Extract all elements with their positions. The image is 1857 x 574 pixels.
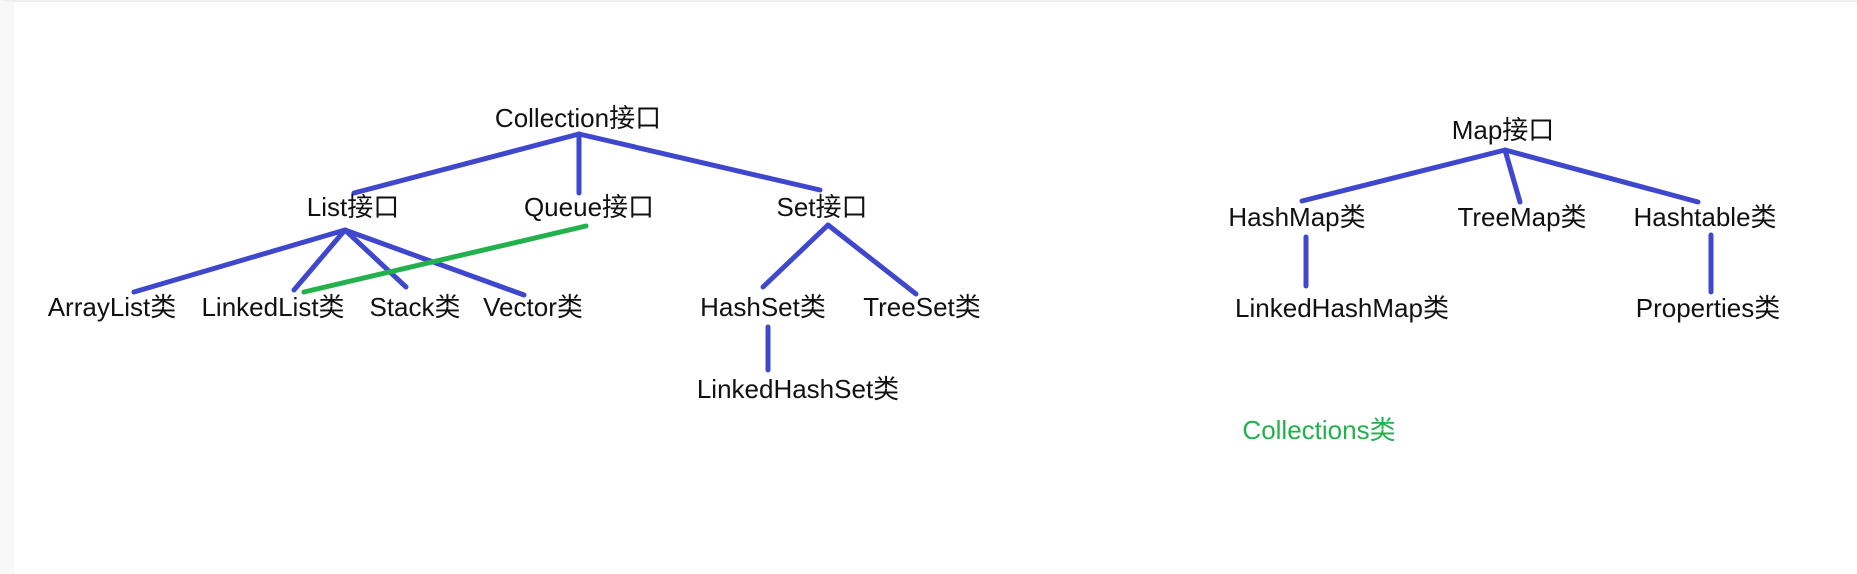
node-vector-class: Vector类 (483, 292, 583, 322)
edge-map-hashmap (1299, 147, 1508, 204)
node-stack-class: Stack类 (369, 292, 461, 322)
edges-layer (131, 131, 1714, 373)
edge-collection-set (576, 131, 823, 193)
node-hashmap-class: HashMap类 (1228, 202, 1366, 232)
node-treemap-class: TreeMap类 (1457, 202, 1587, 232)
node-hashtable-class: Hashtable类 (1633, 202, 1777, 232)
node-queue-interface: Queue接口 (523, 192, 655, 222)
node-set-interface: Set接口 (776, 192, 868, 222)
edge-list-linkedlist (291, 227, 348, 293)
node-linkedhashset-class: LinkedHashSet类 (696, 374, 900, 404)
edge-collection-list (351, 131, 582, 196)
node-linkedlist-class: LinkedList类 (201, 292, 345, 322)
node-linkedhashmap-class: LinkedHashMap类 (1235, 293, 1449, 323)
node-hashset-class: HashSet类 (700, 292, 826, 322)
edge-queue-linkedlist (301, 223, 589, 295)
edge-set-hashset (760, 222, 831, 290)
edge-list-stack (342, 227, 409, 290)
node-collections-utility-class: Collections类 (1242, 415, 1396, 445)
edge-map-treemap (1502, 147, 1523, 205)
node-properties-class: Properties类 (1635, 293, 1781, 323)
node-collection-interface: Collection接口 (494, 103, 662, 133)
node-treeset-class: TreeSet类 (863, 292, 981, 322)
edge-list-arraylist (131, 227, 348, 295)
node-list-interface: List接口 (306, 192, 400, 222)
edge-map-hashtable (1502, 147, 1701, 205)
node-map-interface: Map接口 (1451, 115, 1555, 145)
edge-set-treeset (825, 222, 919, 297)
node-arraylist-class: ArrayList类 (47, 292, 177, 322)
